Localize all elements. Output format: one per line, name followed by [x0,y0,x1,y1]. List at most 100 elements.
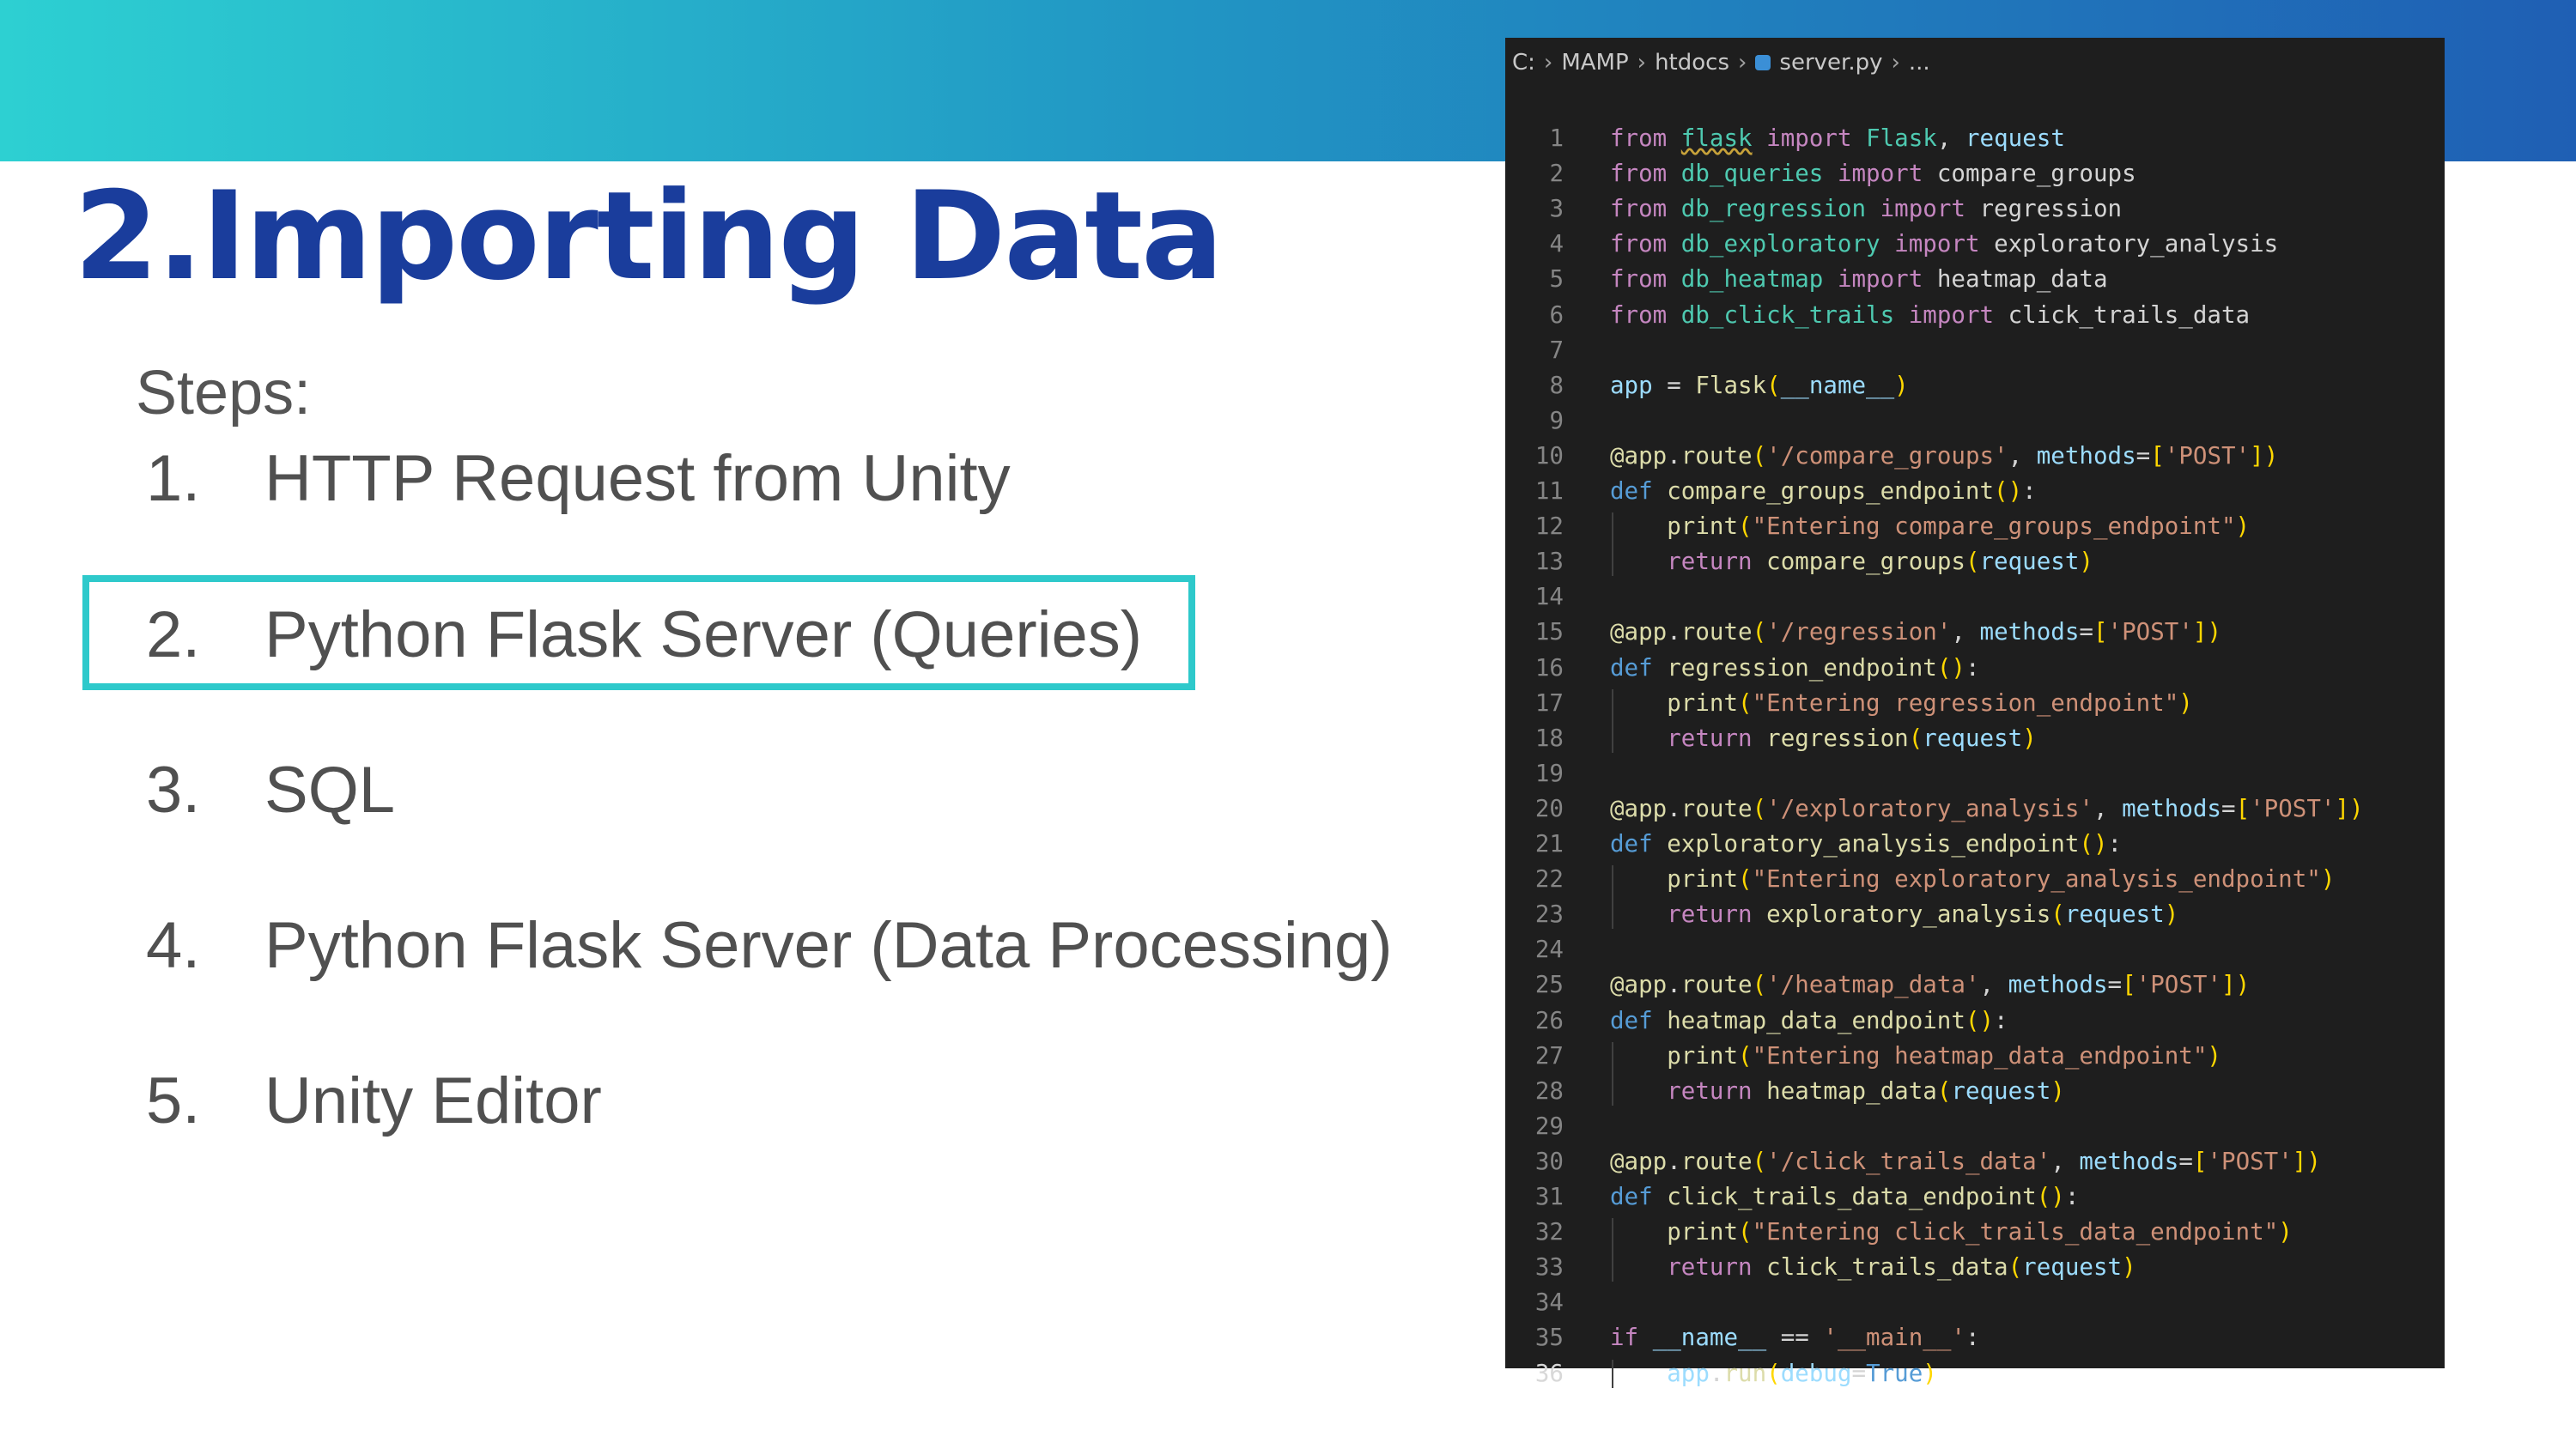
code-text: print("Entering compare_groups_endpoint"… [1667,512,2251,541]
line-number: 36 [1534,1359,1564,1387]
step-item-4: 4.Python Flask Server (Data Processing) [146,913,1393,979]
line-number: 21 [1534,830,1564,858]
code-line: 23 return exploratory_analysis(request) [1505,897,2445,932]
chevron-right-icon: › [1543,50,1553,76]
line-number: 33 [1534,1253,1564,1282]
step-label: Python Flask Server (Data Processing) [264,909,1393,982]
line-number: 24 [1534,936,1564,964]
line-number: 25 [1534,971,1564,999]
code-text: from db_click_trails import click_trails… [1610,300,2251,329]
code-line: 18 return regression(request) [1505,721,2445,756]
step-item-3: 3.SQL [146,758,395,823]
line-number: 7 [1549,336,1564,364]
line-number: 17 [1534,688,1564,717]
code-text: return compare_groups(request) [1667,548,2093,576]
breadcrumb-drive[interactable]: C: [1512,50,1535,76]
breadcrumb-folder-htdocs[interactable]: htdocs [1655,50,1730,76]
breadcrumb-more[interactable]: ... [1908,50,1930,76]
code-text: app = Flask(__name__) [1610,371,1909,399]
code-text: app.run(debug=True) [1667,1359,1937,1387]
code-line: 9 [1505,403,2445,439]
code-line: 13 return compare_groups(request) [1505,544,2445,579]
code-text: print("Entering click_trails_data_endpoi… [1667,1218,2293,1246]
line-number: 2 [1549,160,1564,188]
code-line: 26 def heatmap_data_endpoint(): [1505,1003,2445,1039]
indent-guide [1612,1041,1613,1106]
code-text: from db_regression import regression [1610,195,2123,223]
line-number: 10 [1534,441,1564,470]
slide-title: 2.Importing Data [74,166,1224,307]
code-text: @app.route('/click_trails_data', methods… [1610,1147,2321,1175]
code-line: 8 app = Flask(__name__) [1505,368,2445,403]
step-number: 5. [146,1064,201,1137]
step-label: Python Flask Server (Queries) [264,598,1143,671]
code-line: 25 @app.route('/heatmap_data', methods=['… [1505,967,2445,1003]
code-line: 5 from db_heatmap import heatmap_data [1505,262,2445,297]
line-number: 19 [1534,759,1564,787]
line-number: 4 [1549,230,1564,258]
code-line: 36 app.run(debug=True) [1505,1356,2445,1391]
breadcrumb-folder-mamp[interactable]: MAMP [1561,50,1629,76]
code-text: from db_heatmap import heatmap_data [1610,265,2108,294]
code-line: 10@app.route('/compare_groups', methods=… [1505,439,2445,474]
code-line: 17 print("Entering regression_endpoint") [1505,686,2445,721]
line-number: 6 [1549,300,1564,329]
line-number: 18 [1534,724,1564,752]
code-text: return exploratory_analysis(request) [1667,900,2179,929]
code-text: print("Entering regression_endpoint") [1667,688,2193,717]
code-text: def regression_endpoint(): [1610,653,1980,682]
step-item-2: 2.Python Flask Server (Queries) [146,603,1142,668]
highlight-box [82,575,1195,690]
step-item-1: 1.HTTP Request from Unity [146,446,1011,512]
line-number: 35 [1534,1324,1564,1352]
line-number: 13 [1534,548,1564,576]
code-text: def click_trails_data_endpoint(): [1610,1183,2080,1210]
line-number: 30 [1534,1147,1564,1175]
code-text: print("Entering heatmap_data_endpoint") [1667,1041,2221,1070]
chevron-right-icon: › [1637,50,1647,76]
indent-guide [1612,1359,1613,1388]
step-number: 4. [146,909,201,982]
code-text: @app.route('/heatmap_data', methods=['PO… [1610,971,2251,999]
line-number: 31 [1534,1183,1564,1210]
code-line: 20@app.route('/exploratory_analysis', me… [1505,791,2445,827]
code-line: 31 def click_trails_data_endpoint(): [1505,1179,2445,1215]
step-item-5: 5.Unity Editor [146,1069,602,1134]
code-line: 6 from db_click_trails import click_trail… [1505,298,2445,333]
line-number: 5 [1549,265,1564,294]
code-text: @app.route('/regression', methods=['POST… [1610,618,2222,646]
code-line: 30 @app.route('/click_trails_data', metho… [1505,1144,2445,1179]
line-number: 32 [1534,1218,1564,1246]
line-number: 11 [1534,477,1564,505]
breadcrumb-file[interactable]: server.py [1779,50,1883,76]
step-label: Unity Editor [264,1064,602,1137]
line-number: 26 [1534,1006,1564,1034]
line-number: 12 [1534,512,1564,541]
breadcrumb: C: › MAMP › htdocs › server.py › ... [1512,48,1930,77]
indent-guide [1612,865,1613,930]
chevron-right-icon: › [1738,50,1747,76]
step-label: HTTP Request from Unity [264,442,1011,515]
code-text: from db_exploratory import exploratory_a… [1610,230,2279,258]
line-number: 27 [1534,1041,1564,1070]
code-text: return click_trails_data(request) [1667,1253,2136,1282]
indent-guide [1612,688,1613,753]
code-line: 22 print("Entering exploratory_analysis_… [1505,862,2445,897]
code-text: def heatmap_data_endpoint(): [1610,1006,2008,1034]
line-number: 8 [1549,371,1564,399]
line-number: 9 [1549,406,1564,434]
step-number: 3. [146,754,201,827]
code-text: print("Entering exploratory_analysis_end… [1667,865,2336,894]
code-line: 34 [1505,1285,2445,1320]
line-number: 29 [1534,1112,1564,1140]
code-text: return heatmap_data(request) [1667,1076,2065,1105]
code-text: @app.route('/exploratory_analysis', meth… [1610,794,2364,822]
